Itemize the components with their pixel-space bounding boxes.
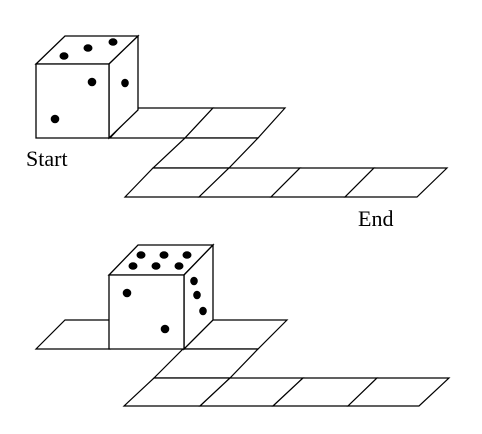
pip (190, 276, 198, 286)
pip (199, 306, 207, 316)
pip (136, 251, 146, 259)
board-cell (343, 167, 449, 198)
pip (121, 78, 129, 88)
pip (193, 290, 201, 300)
pip (59, 52, 69, 60)
board-cell (152, 348, 260, 379)
pip (50, 114, 60, 124)
board-cell (34, 319, 111, 350)
top-board (108, 107, 449, 198)
start-label: Start (26, 146, 68, 171)
bottom-board (34, 319, 451, 407)
end-label: End (358, 206, 393, 231)
pip (83, 44, 93, 52)
pip (182, 251, 192, 259)
pip (160, 324, 170, 334)
pip (108, 38, 118, 46)
board-cell (346, 377, 451, 407)
pip (151, 262, 161, 270)
pip (128, 262, 138, 270)
pip (87, 77, 97, 87)
die-front-face (108, 274, 185, 350)
pip (174, 262, 184, 270)
pip (122, 288, 132, 298)
board-cell (151, 137, 260, 169)
bottom-die (107, 243, 215, 351)
pip (159, 251, 169, 259)
top-die (34, 34, 140, 140)
die-front-face (35, 63, 110, 139)
